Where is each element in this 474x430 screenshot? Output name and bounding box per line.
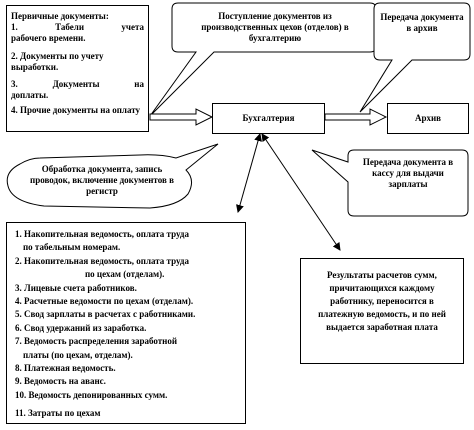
registers-item: 6. Свод удержаний из заработка.	[15, 322, 147, 333]
primary-documents-item-1-cont: рабочего времени.	[11, 33, 86, 44]
block-arrow-to-archive	[324, 108, 388, 126]
archive-box: Архив	[387, 103, 469, 134]
registers-item: 7. Ведомость распределения заработной	[15, 336, 178, 347]
callout-cash-shape	[311, 149, 469, 217]
registers-item: 10. Ведомость депонированных сумм.	[15, 389, 168, 400]
registers-item: 11. Затраты по цехам	[15, 408, 101, 419]
registers-item: по цехам (отделам).	[85, 269, 165, 280]
primary-documents-item-1-line: 1. Табели учета	[11, 22, 144, 33]
accounting-label: Бухгалтерия	[242, 113, 295, 123]
registers-box: 1. Накопительная ведомость, оплата труда…	[6, 222, 246, 424]
callout-receipt-text: Поступление документов из производственн…	[201, 11, 349, 43]
results-box: Результаты расчетов сумм, причитающихся …	[300, 258, 464, 364]
callout-archive-text: Передача документа в архив	[380, 12, 464, 33]
registers-item: 5. Свод зарплаты в расчетах с работникам…	[15, 309, 196, 320]
primary-documents-item-3-cont: доплаты.	[11, 90, 49, 101]
registers-item: 1. Накопительная ведомость, оплата труда	[15, 229, 189, 239]
arrow-accounting-results	[261, 133, 341, 251]
registers-item: 4. Расчетные ведомости по цехам (отделам…	[15, 296, 194, 307]
primary-documents-item-2: 2. Документы по учету выработки.	[11, 50, 104, 72]
archive-label: Архив	[414, 113, 442, 123]
results-text: Результаты расчетов сумм, причитающихся …	[318, 270, 446, 332]
arrow-accounting-registers	[236, 133, 262, 213]
accounting-box: Бухгалтерия	[212, 103, 325, 134]
registers-item: 2. Накопительная ведомость, оплата труда	[15, 255, 189, 266]
registers-item: платы (по цехам, отделам).	[23, 349, 133, 360]
callout-archive-shape	[359, 2, 471, 113]
registers-list: 1. Накопительная ведомость, оплата труда…	[15, 228, 241, 421]
registers-item: 3. Лицевые счета работников.	[15, 282, 137, 293]
callout-cash-text: Передача документа в кассу для выдачи за…	[362, 157, 454, 189]
registers-item: 8. Платежная ведомость.	[15, 363, 116, 374]
registers-item: по табельным номерам.	[23, 242, 121, 253]
callout-processing-text: Обработка документа, запись проводок, вк…	[30, 164, 174, 196]
registers-item: 9. Ведомость на аванс.	[15, 376, 106, 387]
callout-processing-shape	[6, 143, 219, 209]
block-arrow-to-accounting	[149, 108, 214, 126]
primary-documents-item-4: 4. Прочие документы на оплату	[11, 105, 141, 116]
primary-documents-title: Первичные документы:	[11, 11, 109, 21]
primary-documents-box: Первичные документы: 1. Табели учета раб…	[6, 5, 149, 132]
primary-documents-item-3-line: 3. Документы на	[11, 79, 144, 90]
